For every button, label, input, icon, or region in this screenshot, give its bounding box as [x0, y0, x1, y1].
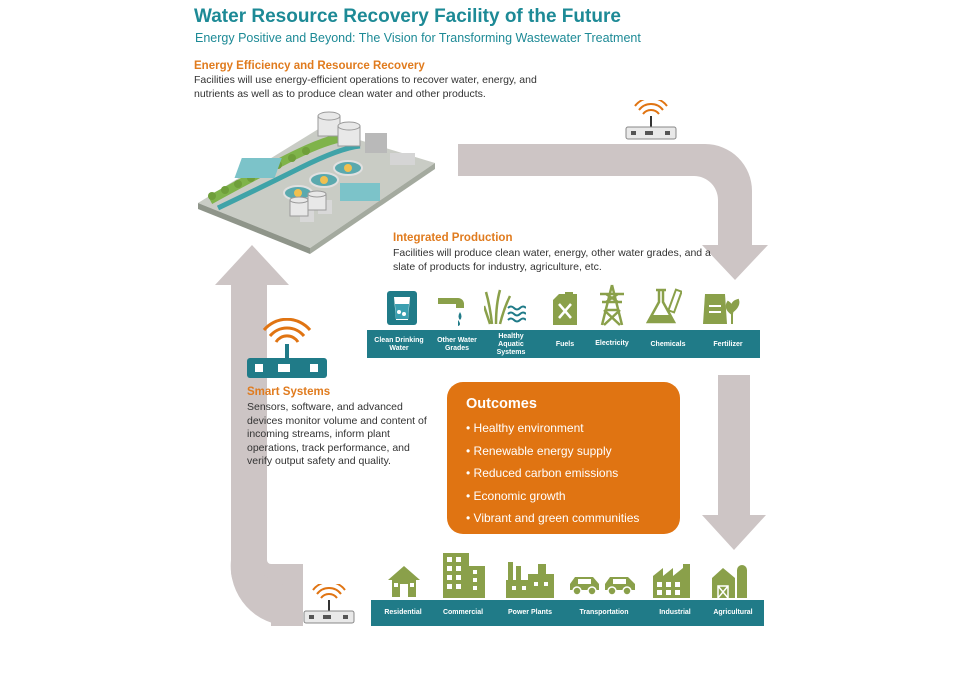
integrated-production-text: Facilities will produce clean water, ene…: [393, 247, 711, 273]
outcome-item: • Economic growth: [466, 488, 566, 503]
product-label: Healthy Aquatic Systems: [496, 333, 526, 356]
factory-icon: [653, 564, 690, 598]
outcome-item: • Healthy environment: [466, 421, 584, 435]
outcome-item: • Reduced carbon emissions: [466, 466, 619, 480]
reeds-waves-icon: [484, 289, 526, 325]
outcomes-box: Outcomes • Healthy environment • Renewab…: [447, 382, 680, 534]
power-tower-icon: [600, 284, 624, 326]
arrow-top-right: [458, 144, 768, 280]
sector-label: Transportation: [579, 609, 629, 616]
product-label: Electricity: [595, 340, 629, 347]
wireless-router-icon: [247, 318, 327, 378]
sector-label: Commercial: [442, 609, 484, 616]
barn-silo-icon: [712, 565, 747, 598]
outcome-item: • Renewable energy supply: [466, 443, 612, 458]
page-subtitle: Energy Positive and Beyond: The Vision f…: [195, 31, 641, 45]
arrow-right-down: [702, 375, 766, 550]
sector-label: Industrial: [659, 609, 691, 616]
power-plant-icon: [506, 562, 554, 598]
energy-efficiency-text: Facilities will use energy-efficient ope…: [194, 74, 537, 100]
treatment-facility-illustration: [198, 111, 435, 254]
outcomes-list: • Healthy environment • Renewable energy…: [466, 417, 639, 530]
product-label: Clean Drinking Water: [374, 337, 424, 352]
sector-label: Agricultural: [713, 609, 753, 616]
smart-systems-title: Smart Systems: [247, 386, 331, 398]
wireless-router-icon: [303, 584, 355, 624]
flask-icon: [646, 288, 682, 324]
water-glass-icon: [387, 291, 417, 325]
outcome-item: • Vibrant and green communities: [466, 511, 640, 525]
outcomes-title: Outcomes: [466, 396, 537, 412]
products-bar: Clean Drinking Water Other Water Grades …: [367, 330, 760, 358]
office-building-icon: [443, 553, 485, 598]
product-label: Chemicals: [650, 341, 686, 348]
sectors-bar: Residential Commercial Power Plants Tran…: [371, 600, 764, 626]
sector-label: Power Plants: [508, 609, 552, 616]
product-label: Other Water Grades: [437, 337, 477, 352]
house-icon: [388, 566, 420, 597]
product-label: Fuels: [555, 341, 575, 348]
smart-systems-text: Sensors, software, and advanced devices …: [247, 401, 427, 467]
fertilizer-bag-icon: [703, 294, 740, 324]
sector-label: Residential: [384, 609, 422, 616]
wireless-router-icon: [625, 100, 677, 140]
integrated-production-title: Integrated Production: [393, 232, 513, 244]
energy-efficiency-title: Energy Efficiency and Resource Recovery: [194, 60, 425, 72]
pipe-drip-icon: [438, 298, 464, 326]
cars-icon: [570, 577, 635, 596]
fuel-can-icon: [553, 292, 577, 325]
arrow-bottom-left: [215, 245, 303, 595]
page-title: Water Resource Recovery Facility of the …: [194, 6, 621, 27]
product-label: Fertilizer: [713, 341, 743, 348]
